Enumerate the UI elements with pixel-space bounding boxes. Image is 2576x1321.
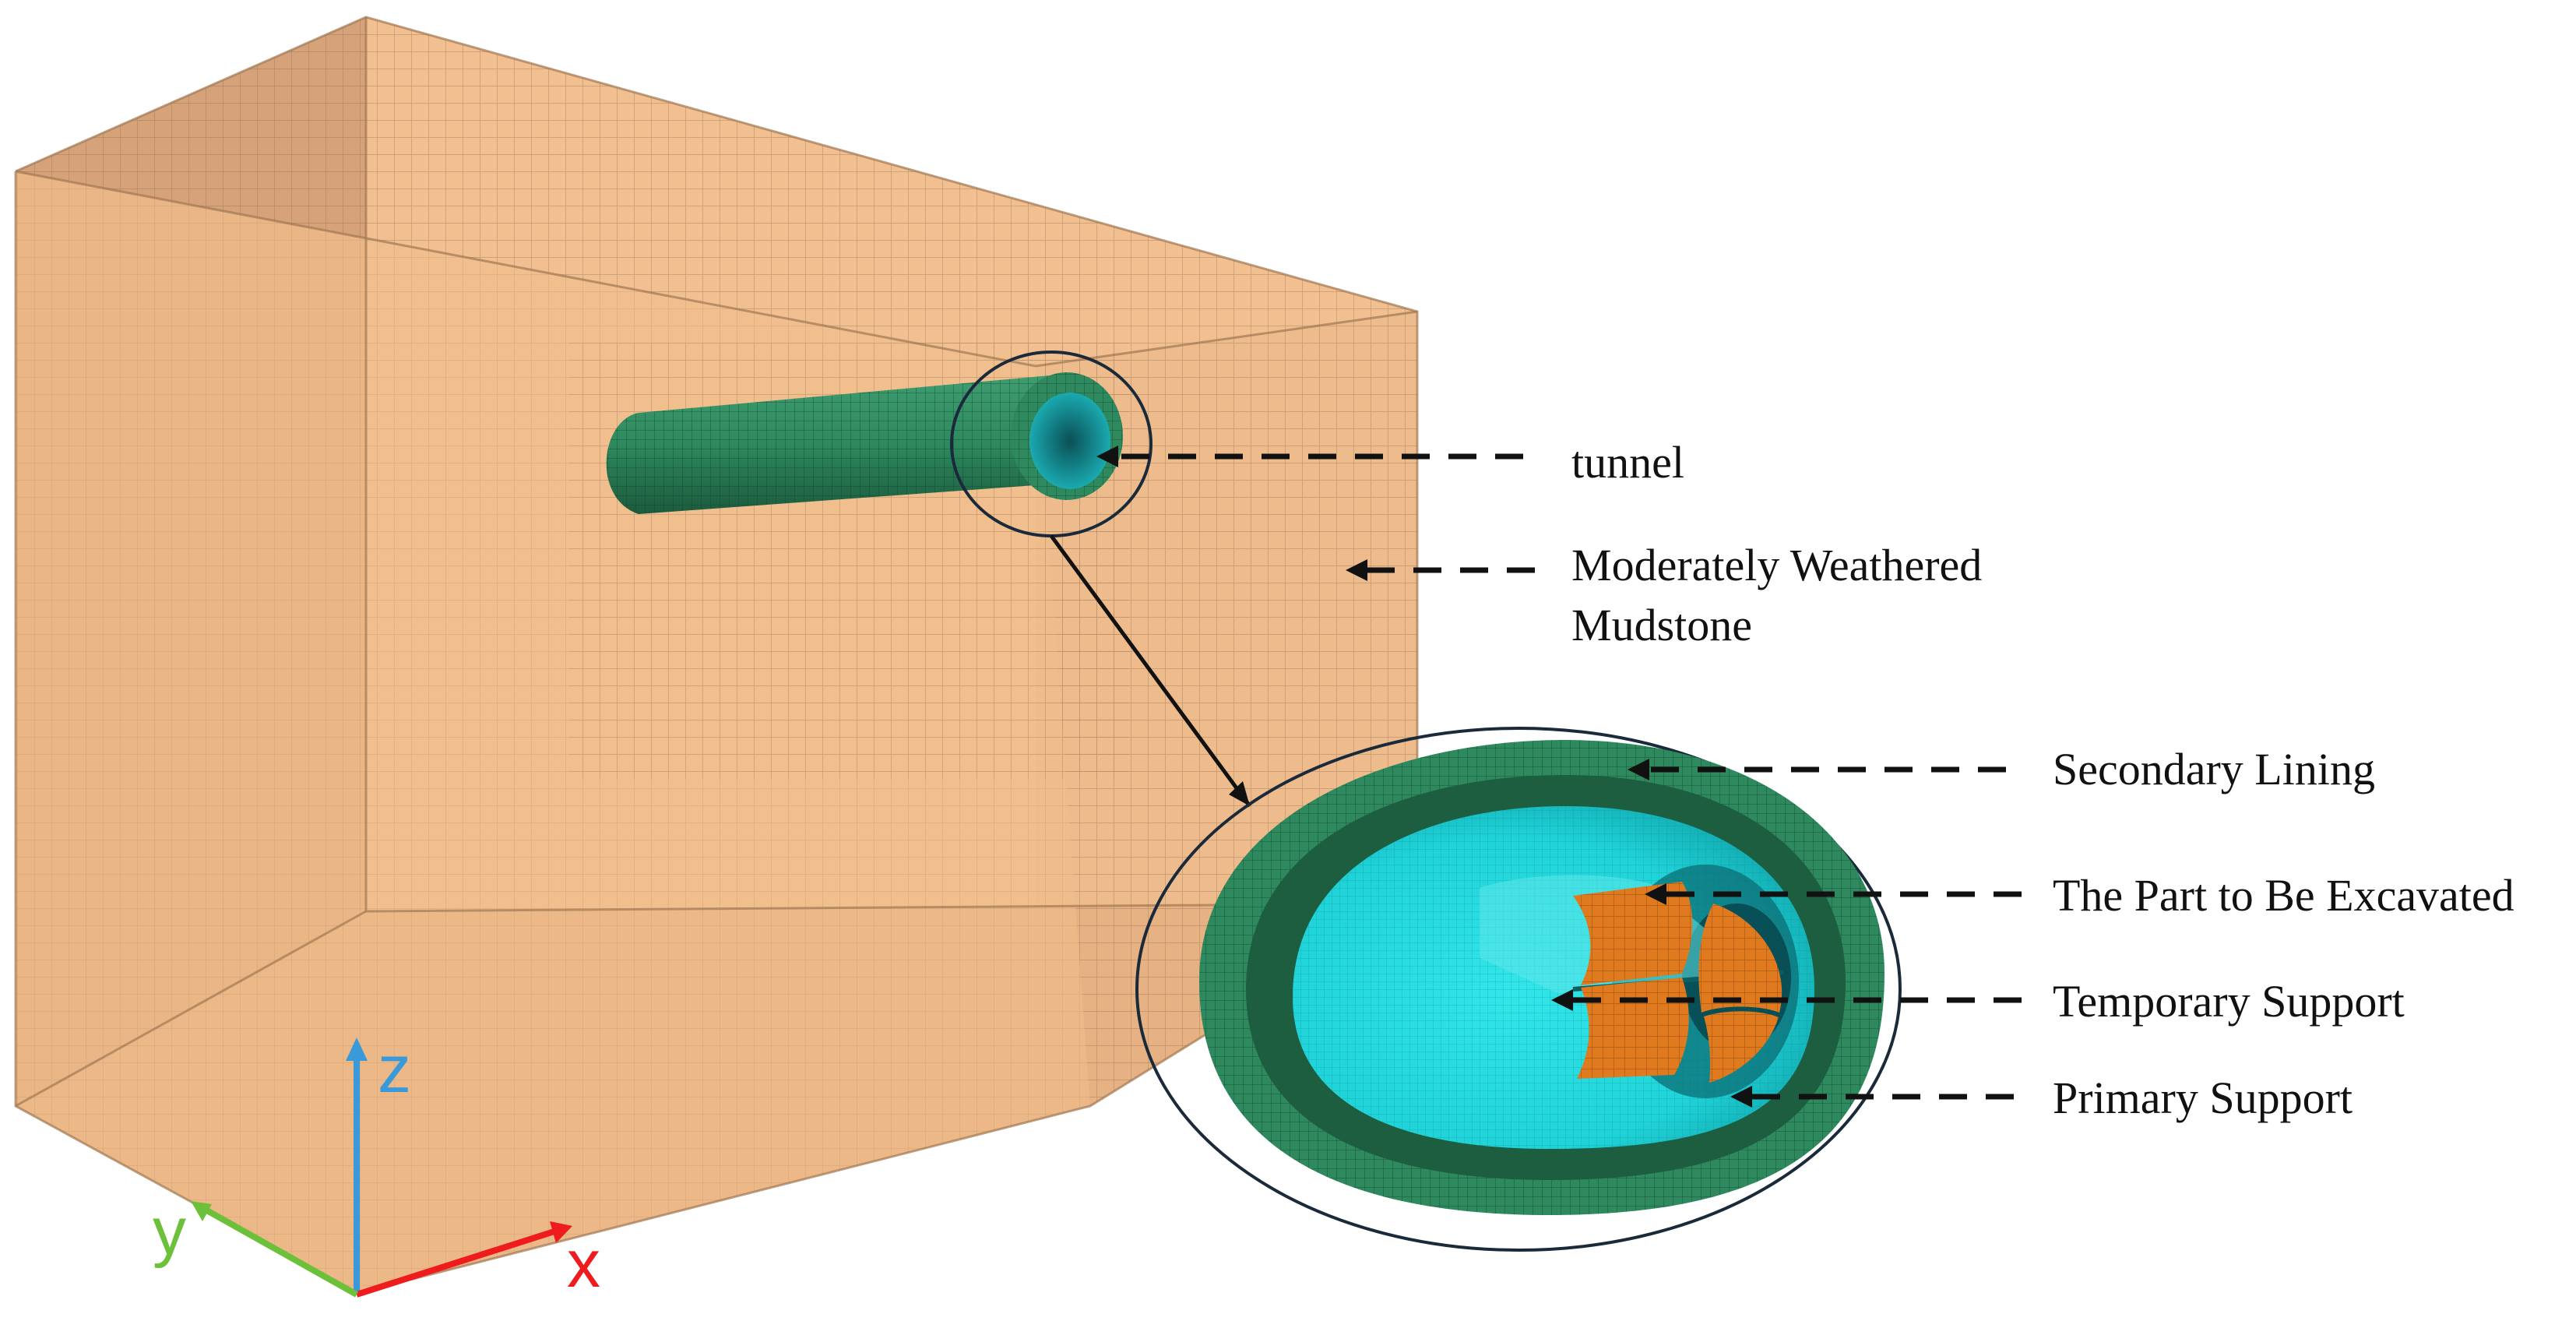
label-rock-line1: Moderately Weathered	[1571, 540, 1982, 590]
axis-y-arrowhead	[191, 1201, 212, 1221]
zoom-outline-ellipse	[1135, 727, 1902, 1252]
arrow-head-left-icon	[1730, 1086, 1752, 1108]
arrow-head-left-icon	[1096, 446, 1118, 467]
label-excavated-part: The Part to Be Excavated	[2053, 870, 2514, 921]
axis-y-label: y	[153, 1194, 186, 1269]
arrow-head-left-icon	[1551, 989, 1573, 1011]
coordinate-axes-icon: z x y	[153, 1032, 600, 1302]
callout-arrowheads	[1096, 446, 1752, 1108]
arrow-head-left-icon	[1229, 781, 1250, 806]
tunnel-tube	[606, 372, 1123, 514]
axis-x-label: x	[567, 1227, 600, 1302]
label-secondary-lining: Secondary Lining	[2053, 744, 2375, 794]
zoom-connector-line	[1049, 534, 1252, 808]
axis-y-line	[202, 1206, 358, 1298]
label-rock-line2: Mudstone	[1571, 600, 1752, 650]
tunnel-end-inner	[1029, 393, 1110, 489]
arrow-head-left-icon	[1346, 559, 1367, 581]
arrow-head-left-icon	[1628, 759, 1649, 780]
rock-mass-block	[14, 16, 1419, 1295]
axis-z-arrowhead	[346, 1037, 368, 1061]
arrow-head-left-icon	[1645, 883, 1666, 905]
label-primary-support: Primary Support	[2053, 1073, 2353, 1123]
label-temporary-support: Temporary Support	[2053, 976, 2405, 1027]
axis-x-line	[355, 1228, 558, 1298]
label-tunnel: tunnel	[1571, 437, 1684, 488]
axis-z-label: z	[378, 1032, 411, 1107]
axis-x-arrowhead	[550, 1221, 572, 1243]
callout-arrows	[1121, 453, 2025, 1100]
